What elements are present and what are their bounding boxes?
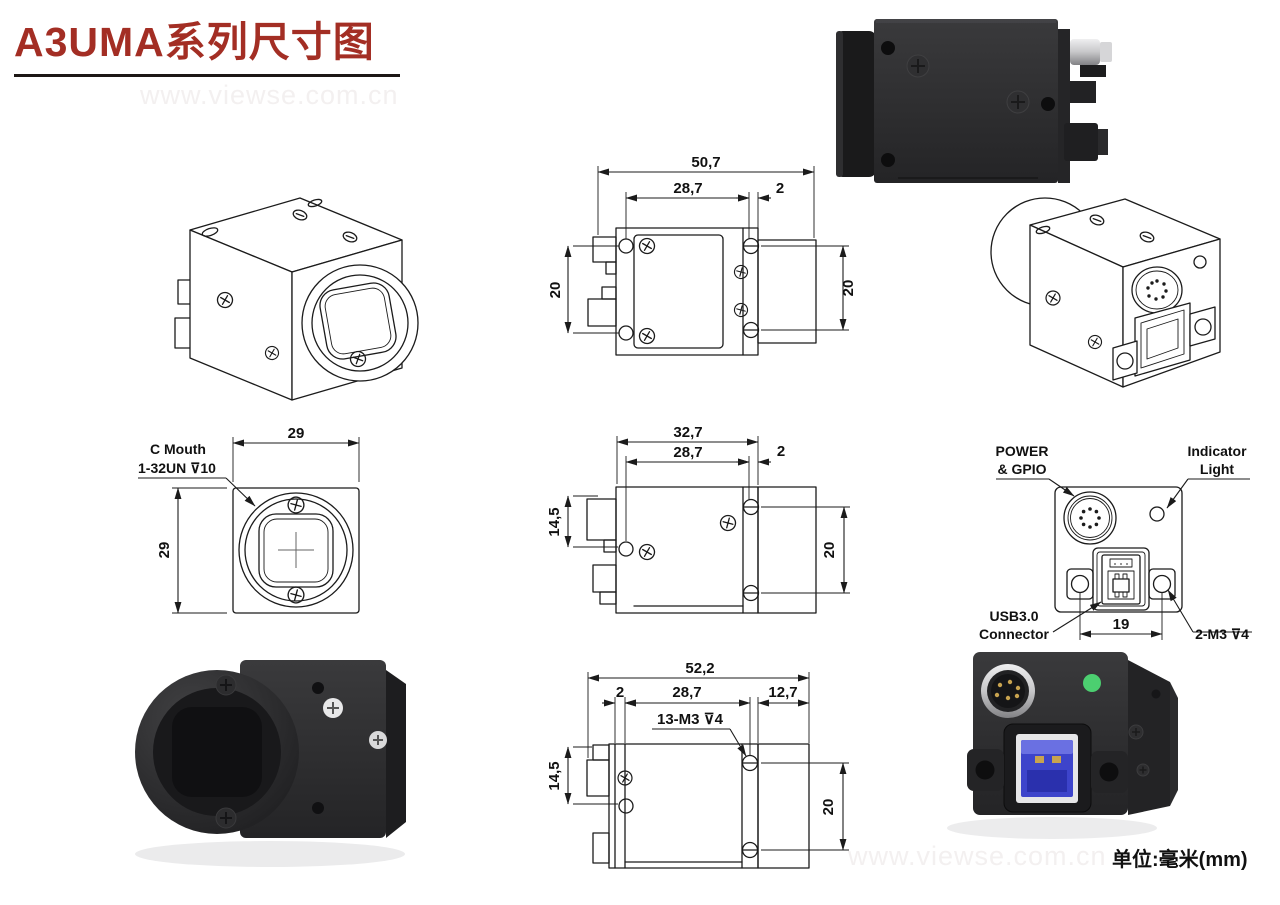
usb-connector-drawing xyxy=(1066,547,1176,611)
top-view-outline xyxy=(587,227,817,356)
side-view-dim-lines xyxy=(564,436,850,594)
power-connector-drawing xyxy=(1063,491,1117,545)
bottom-view-screws xyxy=(614,754,759,859)
title-underline xyxy=(14,74,400,77)
dim-right-height: 20 xyxy=(820,799,837,816)
side-view-screws xyxy=(618,498,760,602)
side-silver-connector xyxy=(1070,39,1100,65)
dim-hole-spacing: 19 xyxy=(1113,616,1130,633)
iso-rear-screws xyxy=(1035,214,1155,352)
bottom-view-dim-lines xyxy=(564,672,849,851)
indicator-label-2: Light xyxy=(1200,461,1235,477)
dim-hole-spacing: 28,7 xyxy=(673,444,702,461)
camera-rear-render xyxy=(947,652,1178,839)
dim-offset: 2 xyxy=(616,684,624,701)
rear-panel-drawing: POWER & GPIO Indicator Light USB3.0 Conn… xyxy=(960,430,1280,650)
camera-front-render xyxy=(135,660,406,867)
side-lower-connector xyxy=(1064,123,1098,161)
indicator-label-1: Indicator xyxy=(1187,443,1247,459)
power-connector-render xyxy=(981,664,1035,718)
dim-total-width: 50,7 xyxy=(691,154,720,171)
top-view-screws xyxy=(618,235,760,347)
dim-right-height: 20 xyxy=(821,542,838,559)
watermark-top: www.viewse.com.cn xyxy=(140,80,399,110)
screw-spec-label: 2-M3 ⊽4 xyxy=(1195,626,1249,642)
dim-rear-width: 12,7 xyxy=(768,684,797,701)
indicator-led xyxy=(1083,674,1101,692)
camera-side-render xyxy=(836,19,1112,183)
top-view-dim-lines xyxy=(564,166,849,334)
page-title: A3UMA系列尺寸图 xyxy=(14,19,375,65)
top-face-screws xyxy=(201,198,358,243)
iso-rear-drawing xyxy=(985,190,1280,400)
bottom-view-drawing: 52,2 2 28,7 12,7 13-M3 ⊽4 14,5 20 xyxy=(540,650,870,900)
lens-ring xyxy=(301,264,419,382)
dim-front-height: 29 xyxy=(156,542,173,559)
usb-label-2: Connector xyxy=(979,626,1050,642)
dim-front-width: 29 xyxy=(288,425,305,442)
dim-left-height: 20 xyxy=(547,282,564,299)
dim-left-height: 14,5 xyxy=(546,761,563,790)
dim-left-height: 14,5 xyxy=(546,507,563,536)
dim-right-height: 20 xyxy=(840,280,857,297)
power-label-1: POWER xyxy=(996,443,1049,459)
thread-spec-label: 13-M3 ⊽4 xyxy=(657,711,724,728)
c-mount-label-1: C Mouth xyxy=(150,441,206,457)
camera-side-photo xyxy=(828,5,1158,190)
front-view-dim-lines xyxy=(138,437,360,614)
rear-panel-leaders xyxy=(996,478,1252,640)
unit-note: 单位:毫米(mm) xyxy=(1112,849,1248,871)
indicator-hole-iso xyxy=(1193,255,1207,269)
watermark-bottom: www.viewse.com.cn xyxy=(848,841,1107,871)
dim-hole-spacing: 28,7 xyxy=(672,684,701,701)
side-view-outline xyxy=(586,486,817,614)
lens-aperture xyxy=(172,707,262,797)
bottom-view-outline xyxy=(586,743,810,869)
rear-panel-outline xyxy=(1054,486,1183,613)
side-view-drawing: 32,7 28,7 2 14,5 20 xyxy=(540,410,870,640)
dim-total-width: 52,2 xyxy=(685,660,714,677)
dim-offset: 2 xyxy=(777,443,785,460)
dim-hole-spacing: 28,7 xyxy=(673,180,702,197)
usb-connector-render xyxy=(967,723,1128,813)
dim-total-width: 32,7 xyxy=(673,424,702,441)
usb-connector-iso xyxy=(1112,302,1216,381)
connector-stubs-left xyxy=(174,279,192,349)
front-view-drawing: 29 29 C Mouth 1-32UN ⊽10 xyxy=(120,420,420,640)
c-mount-label-2: 1-32UN ⊽10 xyxy=(138,460,216,476)
camera-rear-photo xyxy=(940,640,1200,870)
top-view-drawing: 50,7 28,7 2 20 20 xyxy=(540,140,870,380)
sensor-center-cross xyxy=(278,532,314,568)
camera-front-photo xyxy=(120,640,440,880)
iso-front-drawing xyxy=(150,185,450,405)
usb-label-1: USB3.0 xyxy=(989,608,1038,624)
indicator-light-circle xyxy=(1149,506,1165,522)
dim-offset: 2 xyxy=(776,180,784,197)
front-view-outline xyxy=(232,487,360,614)
power-label-2: & GPIO xyxy=(997,461,1046,477)
